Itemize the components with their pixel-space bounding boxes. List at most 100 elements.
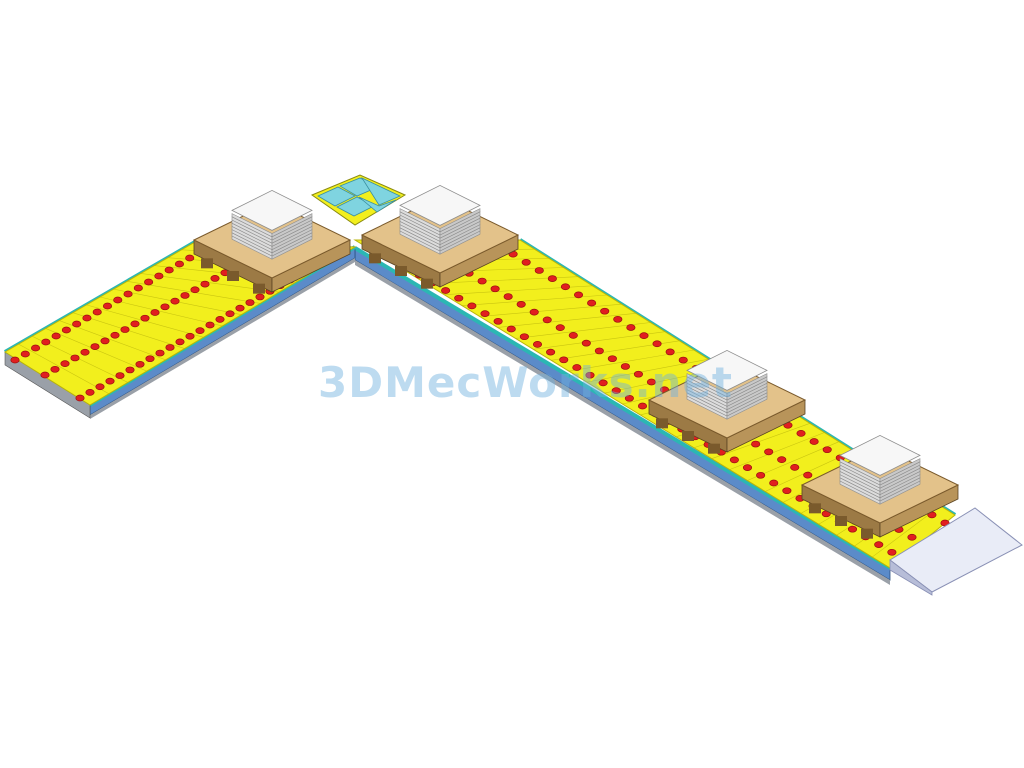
right-roller	[546, 348, 556, 356]
left-roller	[125, 366, 135, 374]
left-roller	[115, 372, 125, 379]
right-roller	[790, 464, 800, 471]
left-roller	[195, 327, 205, 334]
right-roller	[441, 287, 451, 294]
right-roller	[777, 456, 787, 463]
left-roller	[190, 286, 200, 294]
pallet-block	[656, 418, 668, 429]
right-roller	[598, 379, 608, 387]
left-roller	[165, 344, 175, 351]
left-roller	[185, 332, 195, 340]
right-roller	[581, 339, 591, 347]
right-belt-slat	[729, 432, 825, 470]
pallet-load	[800, 434, 960, 539]
pallet-block	[861, 528, 873, 539]
right-roller	[573, 291, 584, 299]
pallet-block	[227, 271, 239, 281]
right-belt-slat	[479, 303, 622, 317]
left-roller	[90, 343, 100, 350]
right-roller	[652, 340, 662, 348]
sheet-edge-right	[439, 208, 481, 233]
right-roller	[874, 541, 884, 548]
left-roller	[205, 321, 215, 329]
pallet-block	[395, 266, 407, 276]
right-near-rail	[353, 246, 892, 570]
right-roller	[560, 283, 570, 291]
left-roller	[75, 394, 85, 402]
right-roller	[665, 348, 675, 356]
left-roller	[110, 331, 120, 339]
right-roller	[594, 347, 604, 355]
right-roller	[637, 402, 648, 410]
left-roller	[72, 320, 82, 328]
sheet-top	[399, 184, 481, 226]
right-roller	[887, 548, 897, 556]
left-roller	[113, 296, 123, 304]
right-roller	[751, 440, 761, 448]
left-roller	[50, 365, 60, 373]
left-roller	[120, 326, 130, 333]
left-roller	[255, 293, 265, 301]
pallet-block	[682, 431, 694, 441]
pallet-load	[647, 349, 807, 454]
right-roller	[519, 333, 529, 341]
left-roller	[133, 284, 143, 292]
left-roller	[70, 354, 80, 362]
right-roller	[532, 341, 543, 348]
pallet-block	[708, 443, 720, 454]
right-roller	[542, 316, 552, 324]
left-roller	[185, 254, 195, 262]
left-roller	[200, 280, 210, 288]
right-roller	[547, 275, 557, 282]
transfer-cell	[360, 177, 401, 206]
right-roller	[587, 299, 597, 307]
pallet-load	[360, 184, 520, 289]
left-roller	[144, 278, 154, 286]
left-roller	[245, 299, 255, 306]
left-roller	[180, 292, 190, 299]
right-roller	[626, 324, 636, 331]
right-belt-slat	[497, 313, 637, 328]
right-belt-slat	[586, 358, 709, 383]
right-roller	[611, 387, 621, 394]
left-belt-slat	[18, 343, 110, 394]
left-roller	[154, 272, 164, 280]
right-roller	[620, 363, 630, 370]
left-roller	[145, 355, 155, 363]
right-roller	[477, 277, 487, 285]
ramp-side	[889, 559, 933, 596]
pallet-block	[369, 253, 381, 264]
left-roller	[155, 349, 165, 357]
right-roller	[585, 371, 595, 379]
left-roller	[135, 360, 145, 368]
pallet-block	[809, 503, 821, 514]
right-roller	[607, 355, 617, 363]
left-roller	[160, 303, 170, 311]
pallet-block	[253, 283, 265, 294]
left-roller	[85, 389, 95, 396]
right-roller	[633, 370, 643, 378]
left-roller	[105, 377, 115, 385]
left-roller	[100, 337, 110, 345]
right-roller	[454, 294, 464, 302]
right-roller	[907, 533, 917, 541]
pallet-load	[192, 189, 352, 294]
right-roller	[572, 364, 582, 371]
left-roller	[51, 332, 61, 340]
left-roller	[95, 383, 105, 391]
right-roller	[493, 317, 503, 325]
left-roller	[10, 356, 20, 364]
right-roller	[803, 471, 813, 479]
sheet-top	[839, 434, 921, 476]
left-roller	[80, 348, 90, 356]
left-roller	[164, 266, 174, 274]
right-roller	[568, 332, 578, 339]
right-roller	[742, 464, 753, 471]
left-roller	[150, 309, 160, 316]
right-roller	[521, 258, 531, 266]
right-roller	[555, 324, 565, 331]
left-roller	[170, 297, 180, 305]
left-roller	[225, 310, 235, 318]
right-roller	[490, 285, 500, 293]
left-roller	[175, 338, 185, 346]
